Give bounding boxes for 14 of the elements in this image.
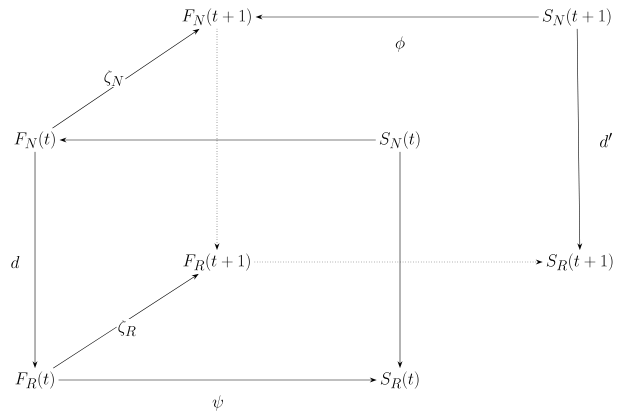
edge-label: $d$ bbox=[10, 255, 20, 269]
vertex-label: $F_N(t+1)$ bbox=[182, 8, 251, 26]
vertex-label: $S_N(t+1)$ bbox=[542, 8, 610, 26]
edge-label: $d'$ bbox=[598, 132, 614, 148]
edge-label: $\zeta_R$ bbox=[116, 319, 138, 337]
vertex-label: $S_R(t)$ bbox=[380, 371, 418, 389]
edge-label: $\zeta_N$ bbox=[102, 69, 126, 87]
edge-label: $\phi$ bbox=[394, 35, 406, 53]
vertex-label: $F_N(t)$ bbox=[14, 131, 55, 149]
edge-label: $\psi$ bbox=[211, 394, 225, 412]
vertex-label: $F_R(t+1)$ bbox=[183, 253, 250, 271]
vertex-label: $S_N(t)$ bbox=[380, 131, 420, 149]
vertex-label: $S_R(t+1)$ bbox=[546, 253, 612, 271]
vertex-label: $F_R(t)$ bbox=[15, 371, 54, 389]
